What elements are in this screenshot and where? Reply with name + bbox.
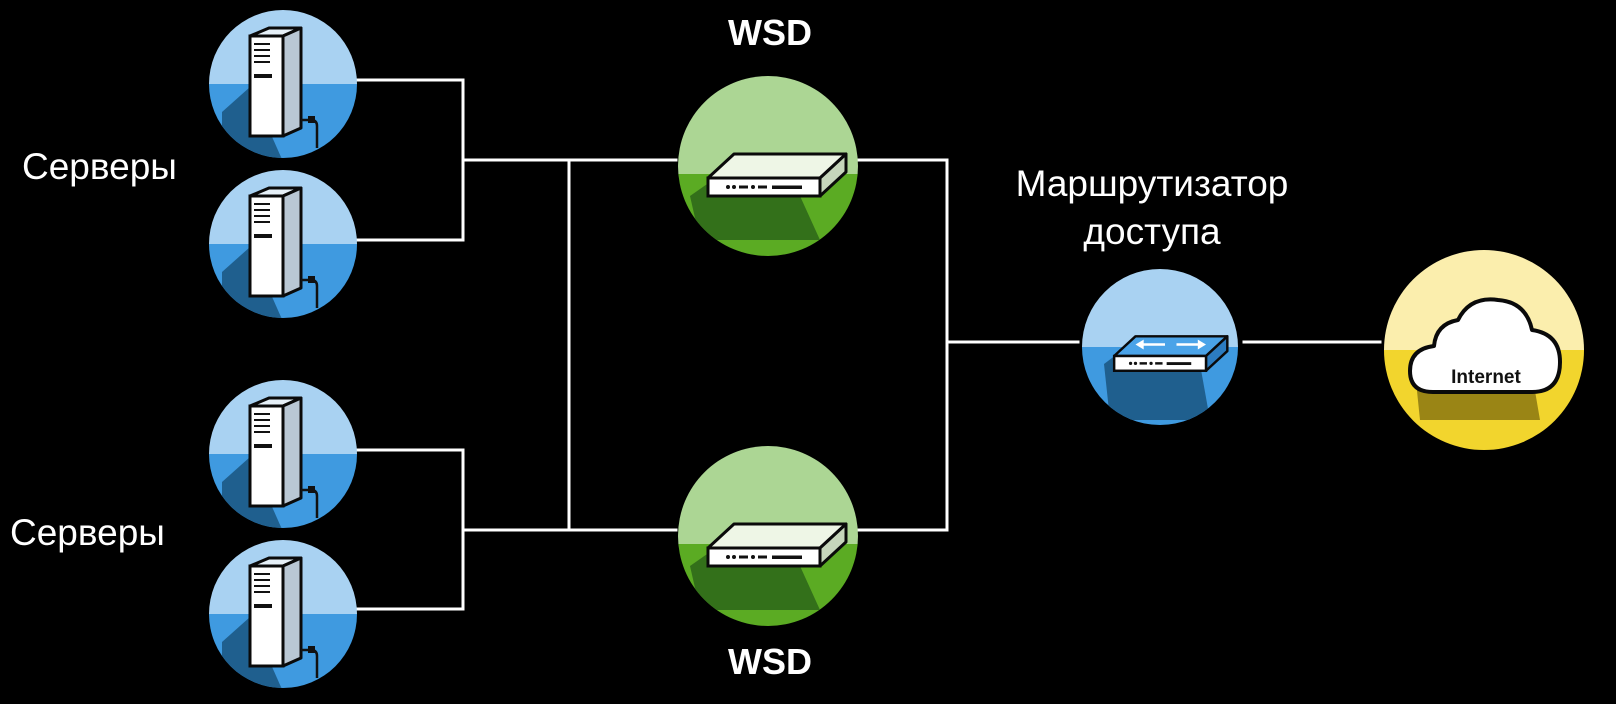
link-server-group-top bbox=[355, 78, 465, 242]
wsd-label-bottom: WSD bbox=[728, 641, 812, 682]
router-label-line2: доступа bbox=[1083, 211, 1221, 252]
router-icon bbox=[1112, 335, 1229, 372]
network-appliance-icon bbox=[706, 152, 848, 198]
router-label-line1: Маршрутизатор bbox=[1015, 163, 1289, 204]
link-wsd-to-router bbox=[856, 158, 949, 532]
server-node-2 bbox=[209, 170, 357, 318]
internet-node: Internet bbox=[1384, 250, 1584, 450]
router-label: Маршрутизатор доступа bbox=[952, 160, 1352, 256]
connection-lines bbox=[355, 78, 1382, 611]
network-appliance-icon bbox=[706, 522, 848, 568]
wsd-node-top bbox=[678, 76, 858, 256]
wsd-label-top: WSD bbox=[728, 12, 812, 53]
cloud-icon: Internet bbox=[1408, 297, 1562, 394]
servers-label-bottom: Серверы bbox=[10, 512, 165, 553]
servers-label-top: Серверы bbox=[22, 146, 177, 187]
link-server-group-bottom bbox=[355, 448, 465, 611]
server-node-4 bbox=[209, 540, 357, 688]
internet-label: Internet bbox=[1451, 367, 1521, 388]
router-node bbox=[1082, 269, 1238, 425]
wsd-node-bottom bbox=[678, 446, 858, 626]
